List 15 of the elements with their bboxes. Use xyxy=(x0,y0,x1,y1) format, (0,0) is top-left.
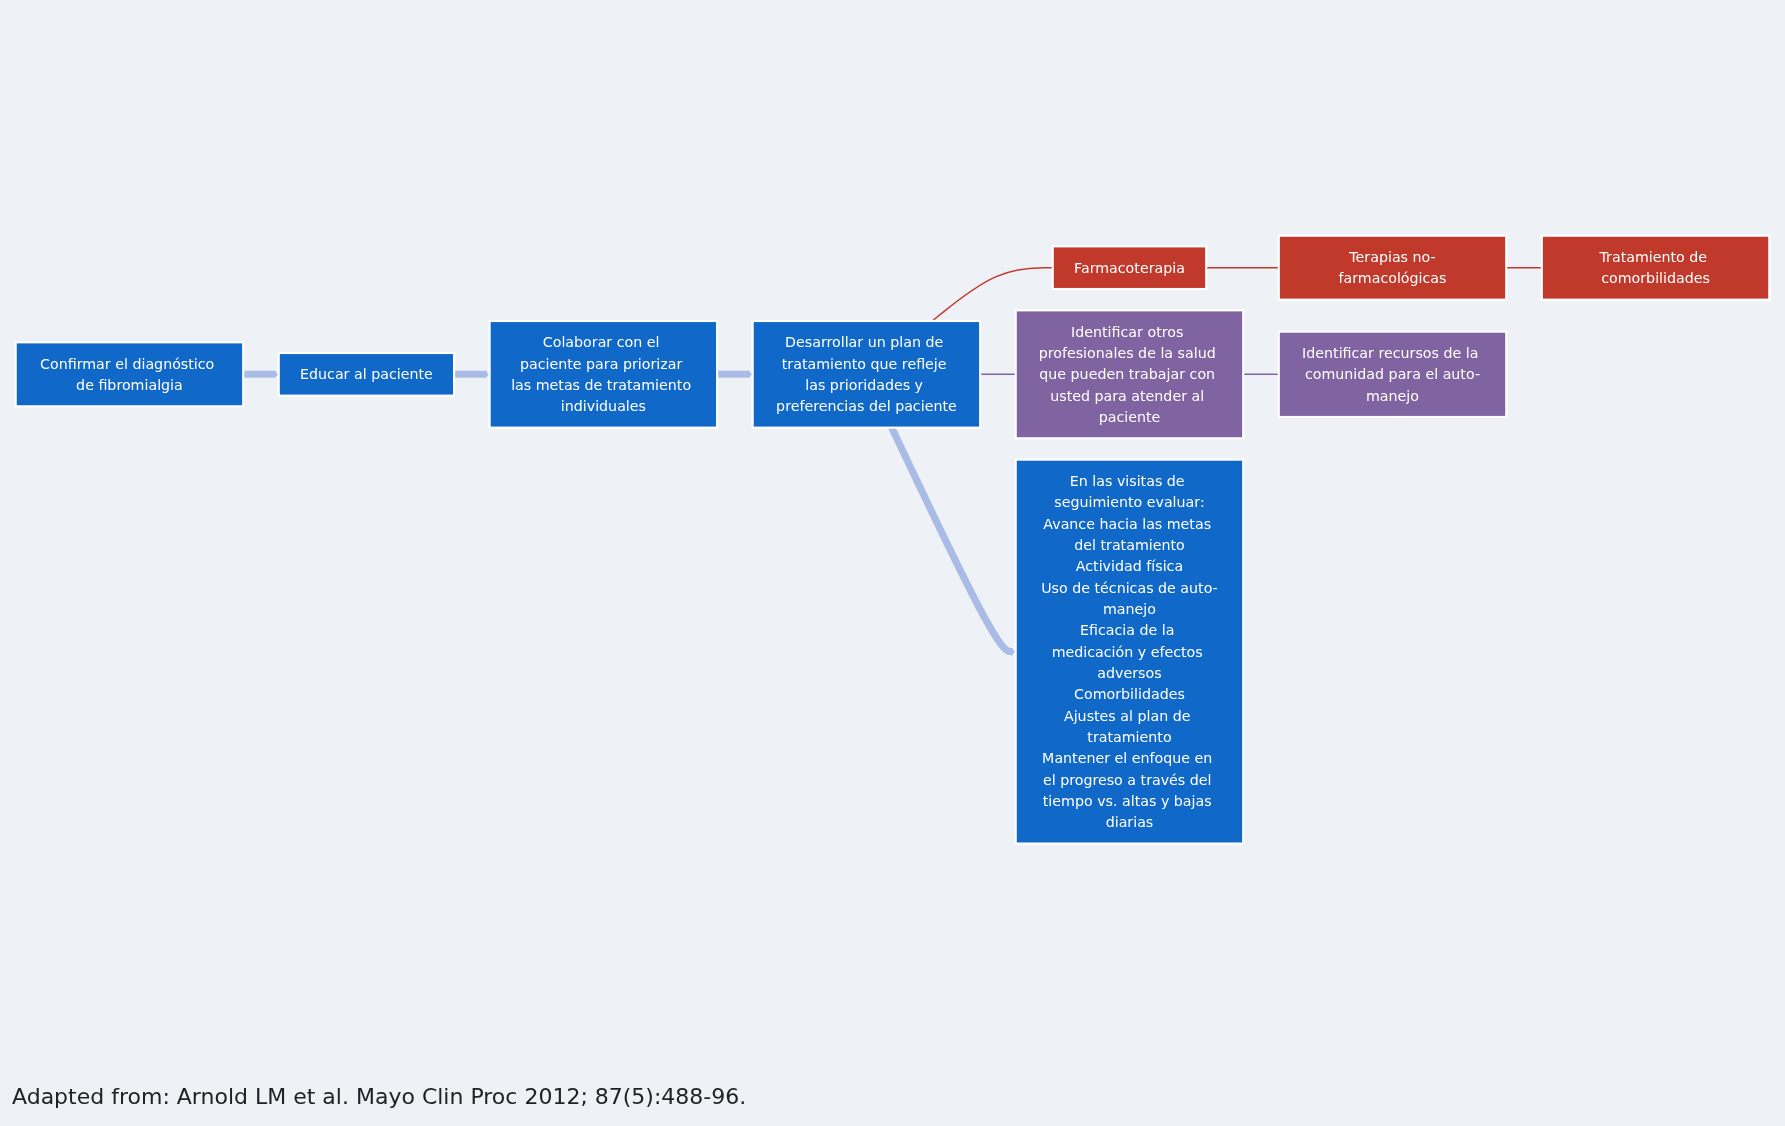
node-box: Farmacoterapia xyxy=(1051,245,1208,291)
node-box: Identificar otros profesionales de la salud que pueden trabajar con usted para atender al paciente xyxy=(1014,309,1245,440)
node-box: Tratamiento de comorbilidades xyxy=(1540,235,1771,302)
node-box: En las visitas de seguimiento evaluar: Avance hacia las metas del tratamiento Actividad física Uso de técnicas de auto-manejo Eficacia de la medicación y efectos adversos Comorbilidades Ajustes al plan de tratamiento Mantener el enfoque en el progreso a través del tiempo vs. altas y bajas diarias xyxy=(1014,458,1245,845)
source-caption: Adapted from: Arnold LM et al. Mayo Clin Proc 2012; 87(5):488-96. xyxy=(12,1084,747,1109)
node-box: Desarrollar un plan de tratamiento que refleje las prioridades y preferencias del paciente xyxy=(751,320,982,430)
node-box: Educar al paciente xyxy=(277,352,456,398)
arrow xyxy=(242,371,280,379)
node-box: Identificar recursos de la comunidad para el auto-manejo xyxy=(1277,331,1508,419)
arrow xyxy=(716,371,753,379)
node-box: Colaborar con el paciente para priorizar las metas de tratamiento individuales xyxy=(488,320,719,430)
node-box: Terapias no-farmacológicas xyxy=(1277,235,1508,302)
arrow xyxy=(453,371,490,379)
arrow xyxy=(888,426,1016,656)
node-box: Confirmar el diagnóstico de fibromialgia xyxy=(14,341,245,408)
